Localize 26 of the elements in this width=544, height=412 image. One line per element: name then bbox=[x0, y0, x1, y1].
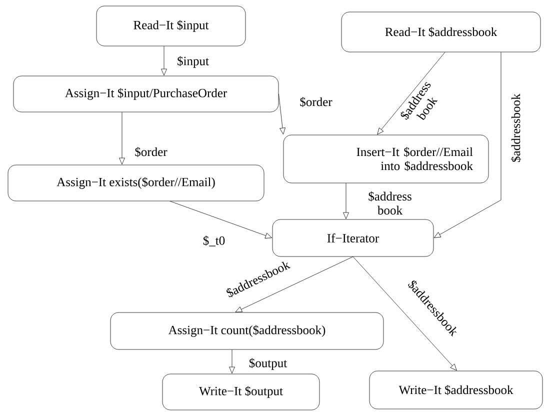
process-box: Write−It $addressbook bbox=[369, 370, 543, 410]
arrow bbox=[434, 52, 502, 238]
process-box: Assign−It $input/PurchaseOrder bbox=[13, 76, 279, 112]
process-box: Read−It $addressbook bbox=[341, 12, 541, 52]
edge-label: $order bbox=[135, 147, 168, 157]
arrow bbox=[352, 256, 457, 371]
process-box: Insert−It $order//Email into $addressbook bbox=[283, 134, 489, 184]
arrow bbox=[343, 183, 349, 219]
edge-label: $address book bbox=[368, 191, 412, 215]
arrow bbox=[170, 201, 272, 238]
arrow bbox=[278, 94, 286, 134]
process-box: If−Iterator bbox=[272, 219, 434, 257]
process-box: Assign−It count($addressbook) bbox=[110, 312, 384, 350]
process-box: Assign−It exists($order//Email) bbox=[8, 164, 264, 202]
arrow bbox=[161, 46, 167, 76]
edge-label: $input bbox=[178, 56, 209, 68]
process-box: Write−It $output bbox=[162, 374, 320, 410]
process-box: Read−It $input bbox=[96, 6, 246, 46]
edge-label: $_t0 bbox=[203, 236, 225, 246]
arrow bbox=[229, 349, 235, 374]
edge-label: $output bbox=[249, 358, 288, 370]
edge-label: $order bbox=[300, 97, 332, 107]
edge-label: $addressbook bbox=[511, 94, 521, 162]
arrow bbox=[119, 112, 125, 164]
arrow bbox=[235, 256, 354, 312]
arrow bbox=[377, 52, 446, 135]
